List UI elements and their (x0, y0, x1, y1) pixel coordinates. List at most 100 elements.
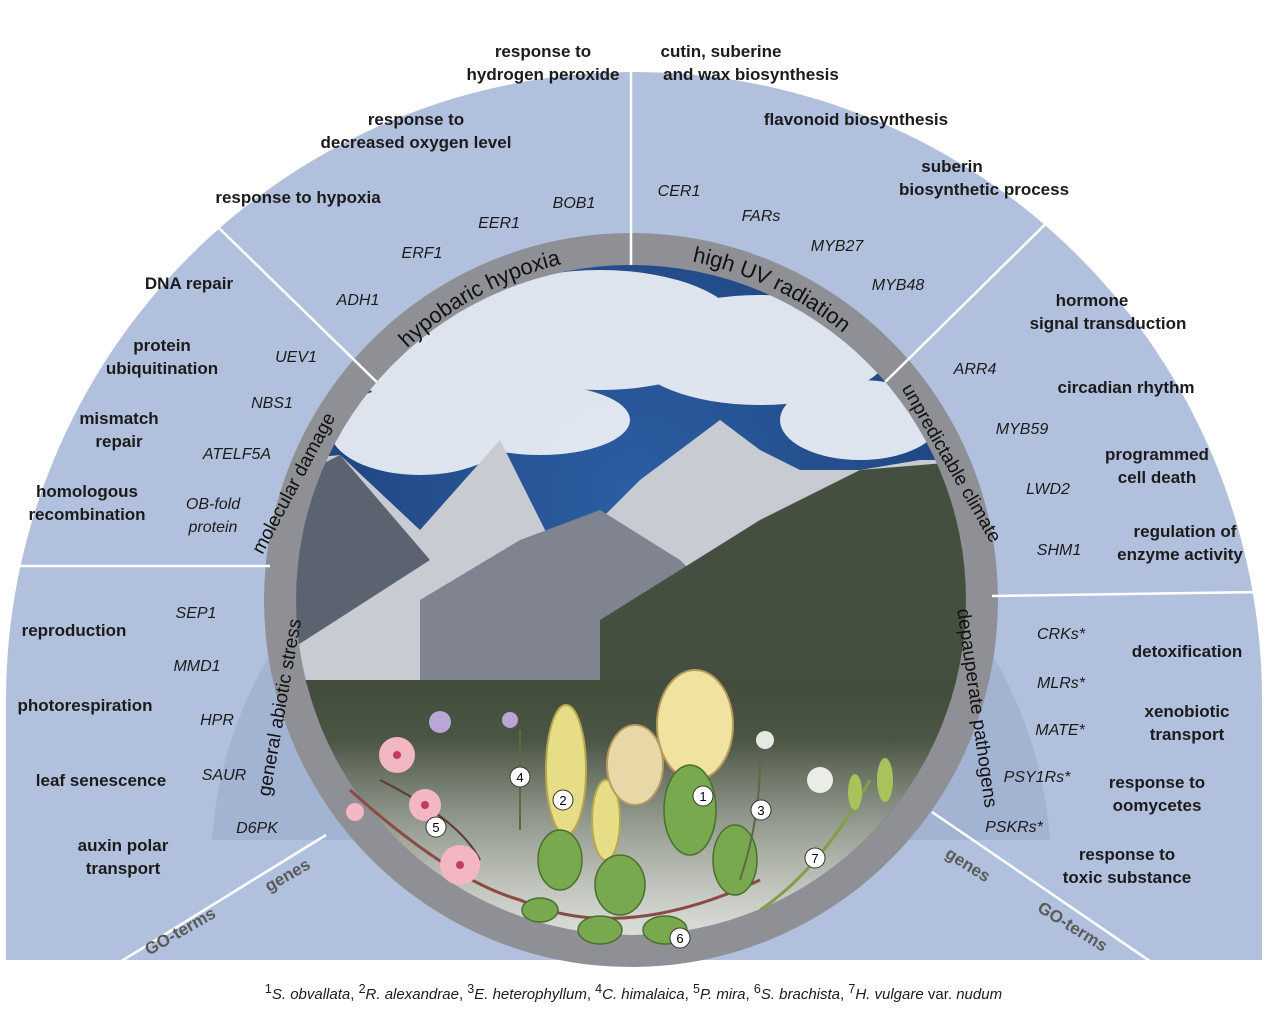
plant-marker-3: 3 (750, 799, 772, 821)
flower-icon (346, 737, 480, 885)
go-term: toxic substance (1063, 868, 1192, 887)
go-term: signal transduction (1030, 314, 1187, 333)
gene: OB-fold (186, 496, 241, 513)
go-term: response to hypoxia (215, 188, 381, 207)
species-name: S. brachista (760, 986, 841, 1003)
go-term: and wax biosynthesis (663, 65, 839, 84)
go-term: leaf senescence (36, 771, 166, 790)
plant-marker-5: 5 (425, 816, 447, 838)
go-term: photorespiration (17, 696, 152, 715)
go-term: enzyme activity (1117, 545, 1243, 564)
plant-marker-4-label: 4 (516, 770, 523, 785)
plant-marker-1-label: 1 (699, 789, 706, 804)
genes-depauperate-pathogens: CRKs* MLRs* MATE* PSY1Rs* PSKRs* (985, 626, 1086, 836)
go-terms-unpredictable-climate: hormone signal transduction circadian rh… (1030, 291, 1244, 564)
go-term: repair (95, 432, 143, 451)
go-term: xenobiotic (1144, 702, 1229, 721)
go-terms-high-uv: cutin, suberine and wax biosynthesis fla… (661, 42, 1069, 199)
gene: HPR (200, 712, 234, 729)
go-term: hydrogen peroxide (466, 65, 619, 84)
species-footnote: 1S. obvallata, 2R. alexandrae, 3E. heter… (264, 982, 1003, 1003)
species-name: C. himalaica (602, 986, 685, 1003)
gene: MYB48 (872, 277, 925, 294)
gene: ERF1 (402, 245, 443, 262)
go-term: recombination (28, 505, 145, 524)
gene: MLRs* (1037, 675, 1086, 692)
go-term: transport (86, 859, 161, 878)
genes-general-abiotic: SEP1 MMD1 HPR SAUR D6PK (173, 605, 279, 837)
gene: D6PK (236, 820, 279, 837)
gene: MYB59 (996, 421, 1049, 438)
footnote-sup: 1 (264, 982, 272, 996)
gene: PSKRs* (985, 819, 1044, 836)
go-term: suberin (921, 157, 982, 176)
gene: SAUR (202, 767, 247, 784)
go-term: cell death (1118, 468, 1196, 487)
genes-high-uv: CER1 FARs MYB27 MYB48 (658, 183, 925, 294)
genes-hypobaric-hypoxia: BOB1 EER1 ERF1 ADH1 (336, 195, 596, 309)
plant-markers: 1 2 3 4 5 6 7 (425, 766, 826, 949)
go-term: programmed (1105, 445, 1209, 464)
go-term: reproduction (22, 621, 127, 640)
sector-dividers (6, 5, 1263, 970)
footnote-sup: 7 (848, 982, 856, 996)
gene: PSY1Rs* (1004, 769, 1071, 786)
go-term: response to (495, 42, 591, 61)
species-name: S. obvallata (271, 986, 351, 1003)
go-term: oomycetes (1113, 796, 1202, 815)
footnote-sup: 3 (467, 982, 475, 996)
go-terms-molecular-damage: DNA repair protein ubiquitination mismat… (28, 274, 233, 524)
gene: FARs (742, 208, 781, 225)
go-term: response to (368, 110, 464, 129)
plant-marker-2-label: 2 (559, 793, 566, 808)
gene: LWD2 (1026, 481, 1070, 498)
go-term: transport (1150, 725, 1225, 744)
gene: UEV1 (275, 349, 317, 366)
go-term: circadian rhythm (1058, 378, 1195, 397)
footnote-sup: 4 (595, 982, 603, 996)
go-term: protein (133, 336, 191, 355)
go-term: regulation of (1134, 522, 1237, 541)
go-term: response to (1109, 773, 1205, 792)
species-name: E. heterophyllum (474, 986, 587, 1003)
gene: ATELF5A (202, 446, 271, 463)
plant-marker-7: 7 (804, 847, 826, 869)
genes-molecular-damage: UEV1 NBS1 ATELF5A OB-fold protein (186, 349, 317, 536)
species-name: H. vulgare (855, 986, 924, 1003)
go-terms-depauperate-pathogens: detoxification xenobiotic transport resp… (1063, 642, 1243, 887)
plant-marker-7-label: 7 (811, 851, 818, 866)
gene: SEP1 (176, 605, 217, 622)
gene: SHM1 (1037, 542, 1081, 559)
go-term: hormone (1056, 291, 1129, 310)
footnote-sup: 5 (692, 982, 700, 996)
species-name: R. alexandrae (365, 986, 459, 1003)
plant-marker-5-label: 5 (432, 820, 439, 835)
gene: BOB1 (553, 195, 596, 212)
go-term: decreased oxygen level (321, 133, 512, 152)
go-terms-hypobaric-hypoxia: response to hydrogen peroxide response t… (215, 42, 619, 207)
go-term: flavonoid biosynthesis (764, 110, 948, 129)
species-name: P. mira (699, 986, 746, 1003)
species-variety: nudum (956, 986, 1003, 1003)
plant-marker-2: 2 (552, 789, 574, 811)
gene: MATE* (1035, 722, 1085, 739)
footnote-sup: 6 (753, 982, 761, 996)
go-term: response to (1079, 845, 1175, 864)
go-term: auxin polar (78, 836, 169, 855)
gene: NBS1 (251, 395, 293, 412)
gene: CER1 (658, 183, 701, 200)
plant-marker-1: 1 (692, 785, 714, 807)
gene: protein (188, 519, 238, 536)
go-term: homologous (36, 482, 138, 501)
plant-marker-6-label: 6 (676, 931, 683, 946)
go-term: DNA repair (145, 274, 234, 293)
plant-marker-6: 6 (669, 927, 691, 949)
go-term: detoxification (1132, 642, 1243, 661)
go-term: cutin, suberine (661, 42, 782, 61)
gene: CRKs* (1037, 626, 1086, 643)
plant-illustration: 1 2 3 4 5 6 7 (346, 669, 893, 949)
gene: EER1 (478, 215, 520, 232)
go-term: ubiquitination (106, 359, 218, 378)
